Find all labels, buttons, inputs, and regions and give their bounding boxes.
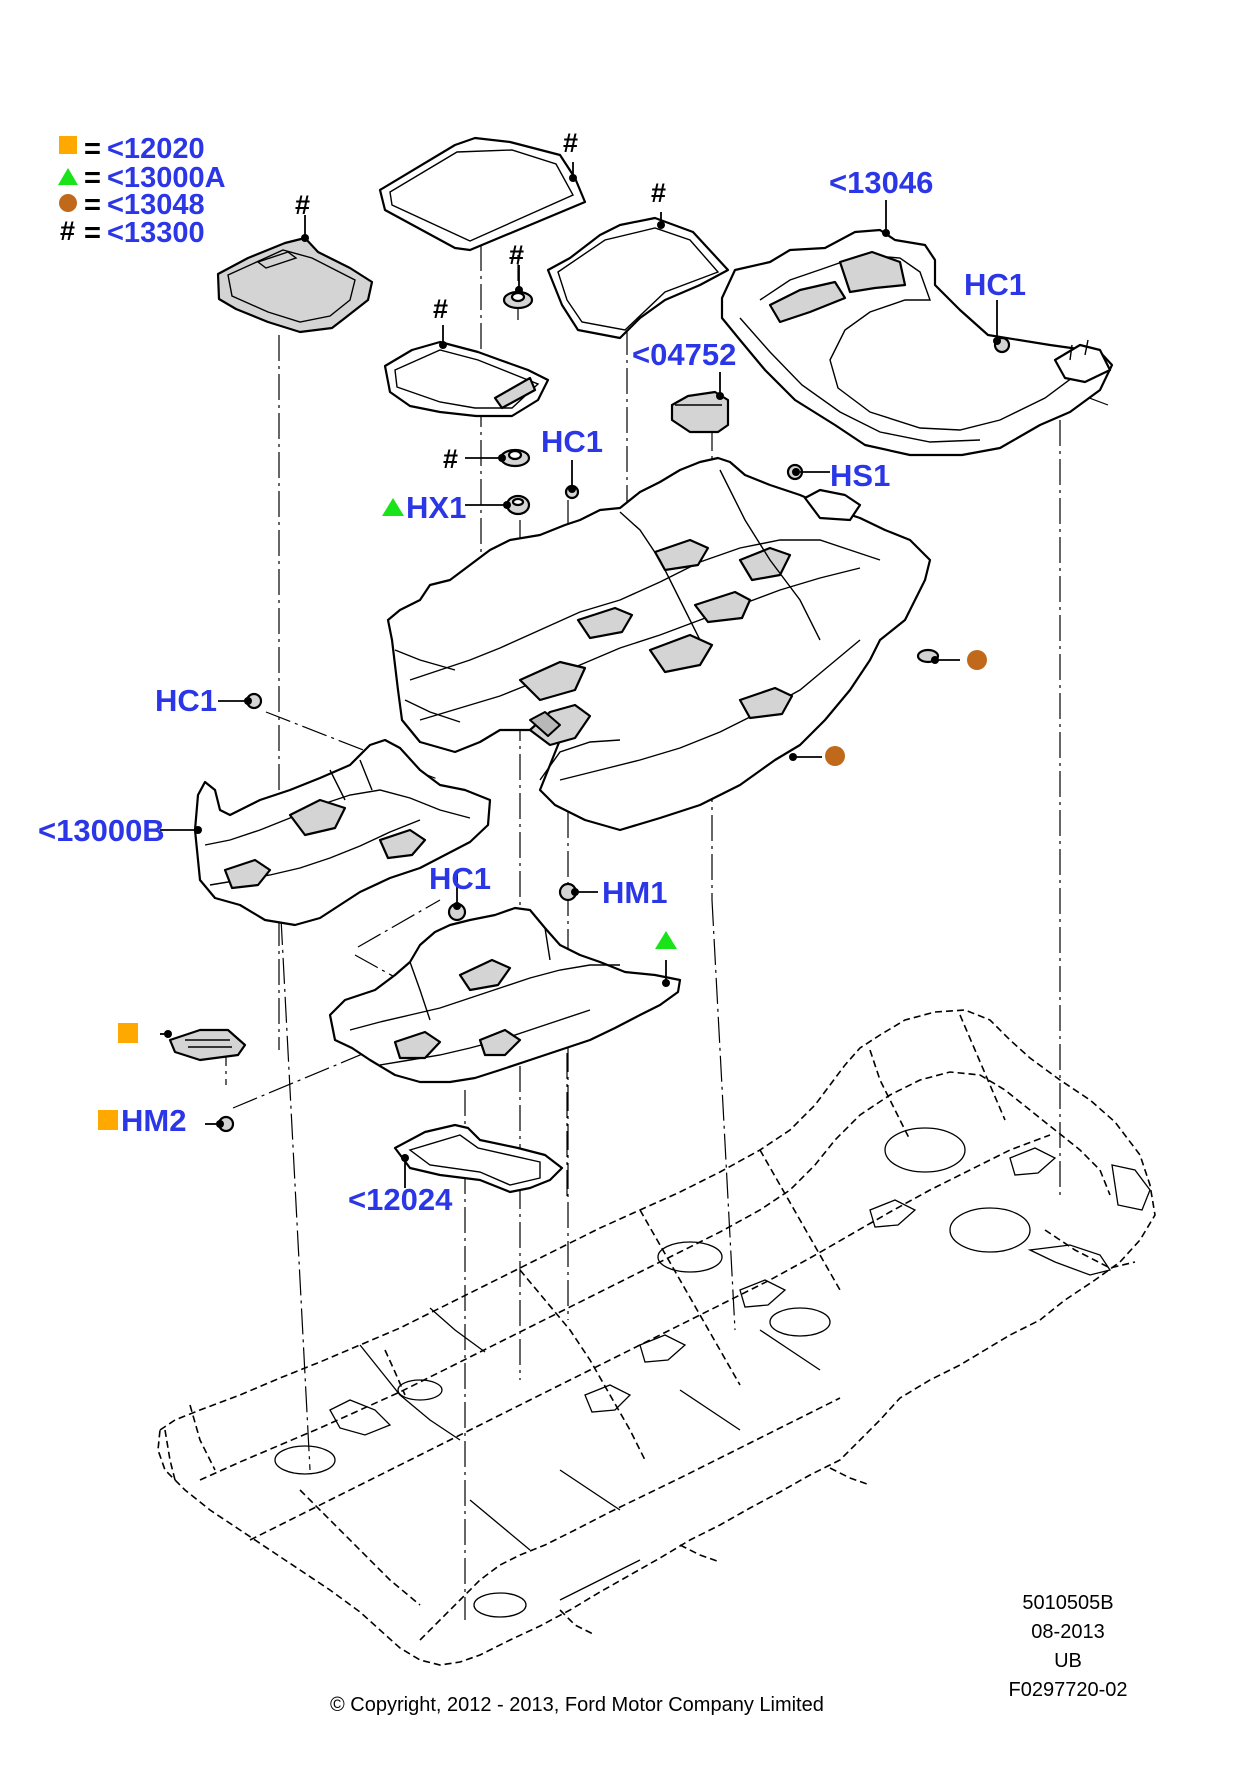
callout-hc1: HC1	[964, 267, 1026, 302]
callout-hs1: HS1	[830, 458, 890, 493]
main-floor-covering	[386, 456, 932, 832]
rear-left-floor-mat	[216, 236, 374, 334]
legend-equals: =	[84, 217, 101, 249]
drawing-info: 5010505B 08-2013 UB F0297720-02	[1009, 1592, 1128, 1701]
hash-mark-icon: #	[443, 444, 458, 474]
drawing-region: UB	[1054, 1650, 1082, 1672]
hm2-12020-marker	[98, 1110, 118, 1130]
vehicle-underbody	[157, 1009, 1156, 1666]
rear-right-floor-mat	[378, 136, 587, 252]
pad-04752	[670, 390, 730, 434]
hash-mark-icon: #	[563, 128, 578, 158]
legend-label-12020: <12020	[107, 133, 205, 165]
copyright-notice: © Copyright, 2012 - 2013, Ford Motor Com…	[330, 1694, 824, 1716]
drawing-number: 5010505B	[1022, 1592, 1113, 1614]
diagram-symbols	[98, 498, 987, 1130]
front-right-floor-mat	[546, 216, 730, 340]
callout-04752: <04752	[632, 337, 736, 372]
legend: = <12020 = <13000A = <13048 # = <13300	[58, 133, 226, 249]
heel-pad-12020-marker	[118, 1023, 138, 1043]
drawing-reference: F0297720-02	[1009, 1679, 1128, 1701]
legend-label-13048: <13048	[107, 189, 205, 221]
rear-floor-covering-13000b	[193, 738, 492, 927]
hash-marks: # # # # # #	[295, 128, 666, 474]
callout-hx1: HX1	[406, 490, 466, 525]
legend-square-icon	[59, 136, 77, 154]
insulator-12024	[393, 1123, 564, 1194]
callout-hm1: HM1	[602, 875, 667, 910]
legend-triangle-icon	[58, 168, 78, 185]
leader-lines	[160, 162, 1001, 1188]
clip-13048-marker	[825, 746, 845, 766]
callout-hc1: HC1	[541, 424, 603, 459]
mat-retainer-clips	[499, 290, 534, 516]
callout-hc1: HC1	[429, 861, 491, 896]
callout-12024: <12024	[348, 1182, 453, 1217]
hash-mark-icon: #	[295, 190, 310, 220]
callout-hm2: HM2	[121, 1103, 186, 1138]
legend-label-13000a: <13000A	[107, 162, 226, 194]
drawing-date: 08-2013	[1031, 1621, 1104, 1643]
hash-mark-icon: #	[509, 240, 524, 270]
hash-mark-icon: #	[651, 178, 666, 208]
legend-hash-icon: #	[60, 216, 75, 246]
legend-equals: =	[84, 133, 101, 165]
hash-mark-icon: #	[433, 294, 448, 324]
hx1-13000a-marker	[382, 498, 404, 516]
legend-equals: =	[84, 162, 101, 194]
front-floor-covering	[328, 906, 682, 1084]
floor-13000a-marker	[655, 931, 677, 949]
callout-13046: <13046	[829, 165, 933, 200]
heel-pad-12020	[168, 1028, 247, 1062]
legend-label-13300: <13300	[107, 217, 205, 249]
callout-labels: <13046 HC1 <04752 HC1 HS1 HX1 HC1 <13000…	[38, 165, 1026, 1217]
rear-cargo-trim-13046	[720, 228, 1114, 457]
front-left-floor-mat	[383, 340, 550, 418]
clip-13048-marker	[967, 650, 987, 670]
callout-hc1: HC1	[155, 683, 217, 718]
callout-13000b: <13000B	[38, 813, 165, 848]
legend-circle-icon	[59, 194, 77, 212]
legend-equals: =	[84, 189, 101, 221]
